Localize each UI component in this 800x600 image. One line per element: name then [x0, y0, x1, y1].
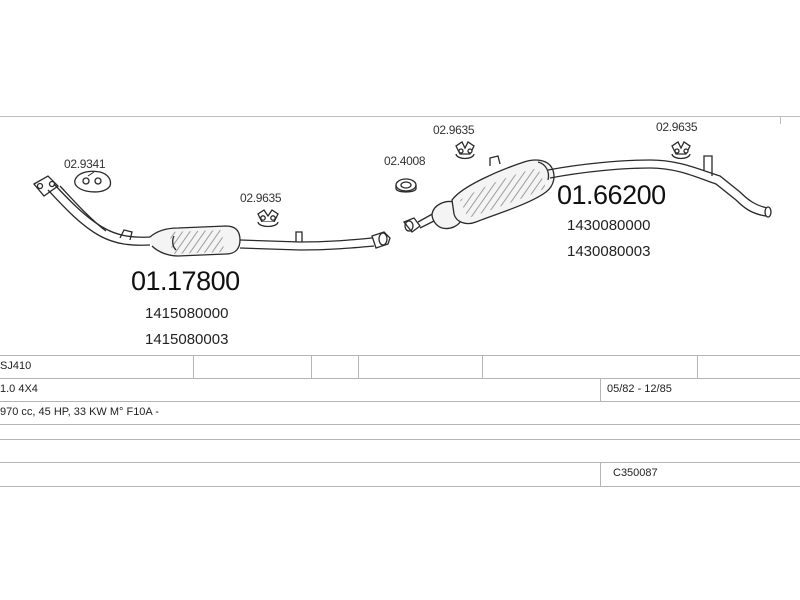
engine-details-cell: 970 cc, 45 HP, 33 KW M° F10A -: [0, 406, 159, 418]
table-row-engine: 1.0 4X4 05/82 - 12/85: [0, 378, 800, 402]
right-border-mark: [780, 116, 781, 124]
front-part-number: 01.17800: [131, 266, 240, 296]
table-row-spacer: [0, 439, 800, 463]
column-divider: [600, 463, 601, 486]
front-oem-number-1: 1415080000: [145, 305, 229, 322]
rubber-mount-icon[interactable]: [257, 209, 279, 228]
front-pipe-assembly[interactable]: [33, 175, 391, 257]
rear-oem-number-2: 1430080003: [567, 243, 651, 260]
rear-oem-number-1: 1430080000: [567, 217, 651, 234]
column-divider: [482, 356, 483, 379]
fitting-label-rubber-mount-tail: 02.9635: [656, 120, 698, 134]
rubber-mount-tail-icon[interactable]: [671, 141, 691, 160]
front-oem-number-2: 1415080003: [145, 331, 229, 348]
column-divider: [600, 379, 601, 402]
column-divider: [358, 356, 359, 379]
exhaust-system-diagram: [33, 141, 772, 257]
engine-variant-cell: 1.0 4X4: [0, 383, 38, 395]
table-row-details: 970 cc, 45 HP, 33 KW M° F10A -: [0, 401, 800, 425]
catalog-code-cell: C350087: [613, 467, 658, 479]
fitting-label-rubber-mount-front: 02.9635: [240, 191, 282, 205]
rear-silencer-assembly[interactable]: [402, 155, 772, 233]
rear-part-number: 01.66200: [557, 180, 666, 210]
model-cell: SJ410: [0, 360, 32, 372]
column-divider: [697, 356, 698, 379]
fitting-label-ring-gasket: 02.4008: [384, 154, 426, 168]
production-period-cell: 05/82 - 12/85: [607, 383, 672, 395]
front-flange-shape: [33, 175, 60, 197]
fitting-label-rubber-mount-mid: 02.9635: [433, 123, 475, 137]
table-row-empty: [0, 424, 800, 448]
rubber-mount-mid-icon[interactable]: [455, 141, 475, 160]
table-row-catalog: C350087: [0, 462, 800, 487]
table-row-model: SJ410: [0, 355, 800, 379]
fitting-label-flange-gasket: 02.9341: [64, 157, 106, 171]
top-border: [0, 116, 800, 117]
column-divider: [193, 356, 194, 379]
column-divider: [311, 356, 312, 379]
flange-gasket-icon[interactable]: [74, 170, 112, 193]
ring-gasket-icon[interactable]: [395, 178, 417, 193]
